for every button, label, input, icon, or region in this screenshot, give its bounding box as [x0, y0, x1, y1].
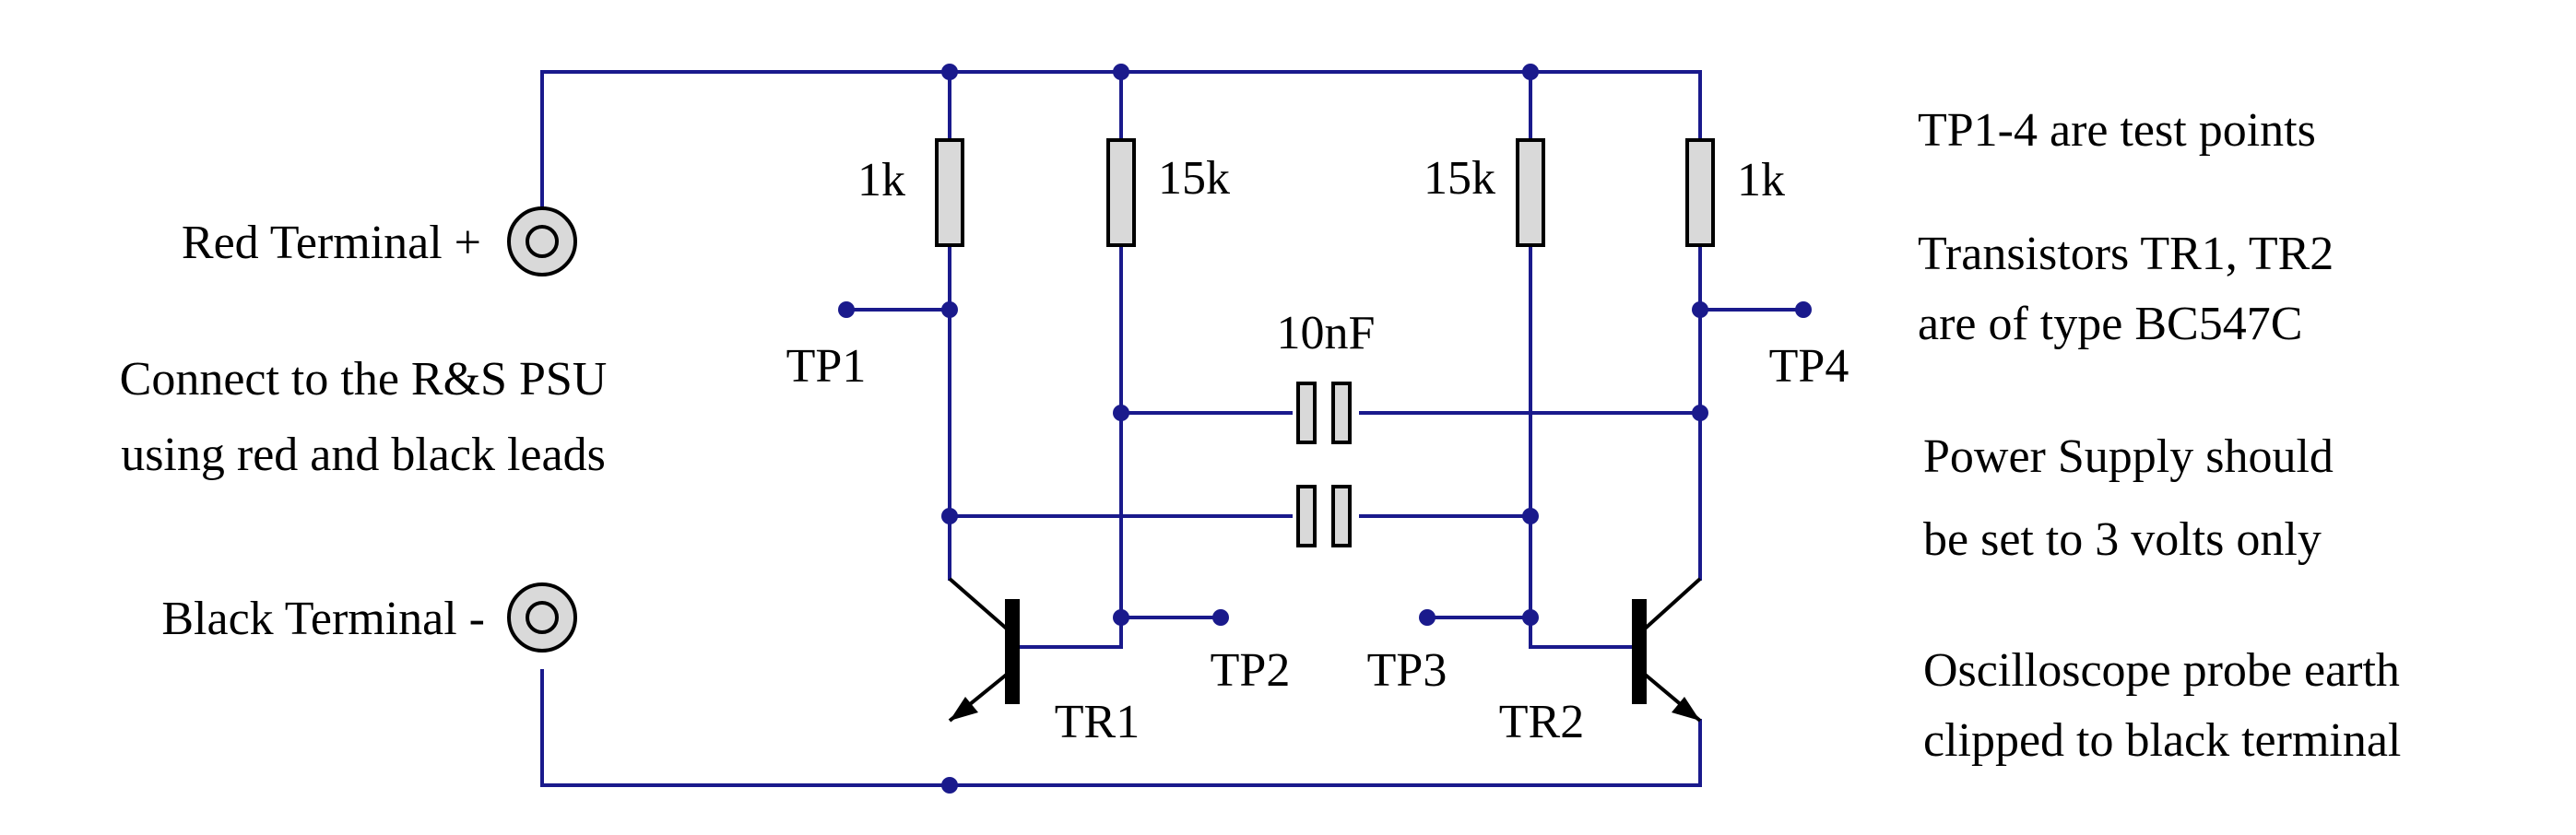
resistor-r4 [1685, 138, 1715, 247]
tp3-node[interactable] [1419, 609, 1436, 626]
resistor-r3 [1516, 138, 1545, 247]
note-line-5: be set to 3 volts only [1923, 513, 2322, 566]
test-point-nodes[interactable] [838, 301, 1812, 626]
tp2-node[interactable] [1212, 609, 1229, 626]
instruction-line-1: Connect to the R&S PSU [120, 353, 608, 406]
tr1-label: TR1 [1055, 696, 1140, 748]
transistor-tr2 [1632, 577, 1702, 723]
resistor-r2 [1106, 138, 1136, 247]
instruction-line-2: using red and black leads [121, 429, 606, 481]
note-line-2: Transistors TR1, TR2 [1918, 228, 2334, 280]
red-terminal[interactable] [507, 206, 577, 276]
bottom-rail-wire [540, 669, 1702, 787]
black-terminal-label: Black Terminal - [161, 593, 485, 645]
r2-label: 15k [1158, 152, 1230, 205]
note-line-1: TP1-4 are test points [1918, 104, 2316, 157]
r1-label: 1k [857, 154, 905, 206]
tp1-node[interactable] [838, 301, 855, 318]
capacitor-c1 [1296, 382, 1352, 444]
transistor-tr1 [948, 577, 1020, 723]
note-line-3: are of type BC547C [1918, 298, 2302, 350]
capacitor-label: 10nF [1277, 307, 1376, 359]
red-terminal-label: Red Terminal + [182, 217, 481, 269]
tp3-label: TP3 [1367, 644, 1448, 697]
resistor-r1 [935, 138, 964, 247]
note-line-7: clipped to black terminal [1923, 714, 2401, 767]
tp1-label: TP1 [786, 340, 867, 393]
note-line-4: Power Supply should [1923, 430, 2334, 483]
capacitor-c2 [1296, 485, 1352, 547]
r4-label: 1k [1737, 154, 1785, 206]
tp2-label: TP2 [1211, 644, 1291, 697]
black-terminal[interactable] [507, 582, 577, 653]
r3-label: 15k [1424, 152, 1495, 205]
tp4-node[interactable] [1795, 301, 1812, 318]
tr2-label: TR2 [1499, 696, 1584, 748]
junction-nodes [941, 64, 1708, 794]
tp4-label: TP4 [1769, 340, 1849, 393]
note-line-6: Oscilloscope probe earth [1923, 644, 2400, 697]
